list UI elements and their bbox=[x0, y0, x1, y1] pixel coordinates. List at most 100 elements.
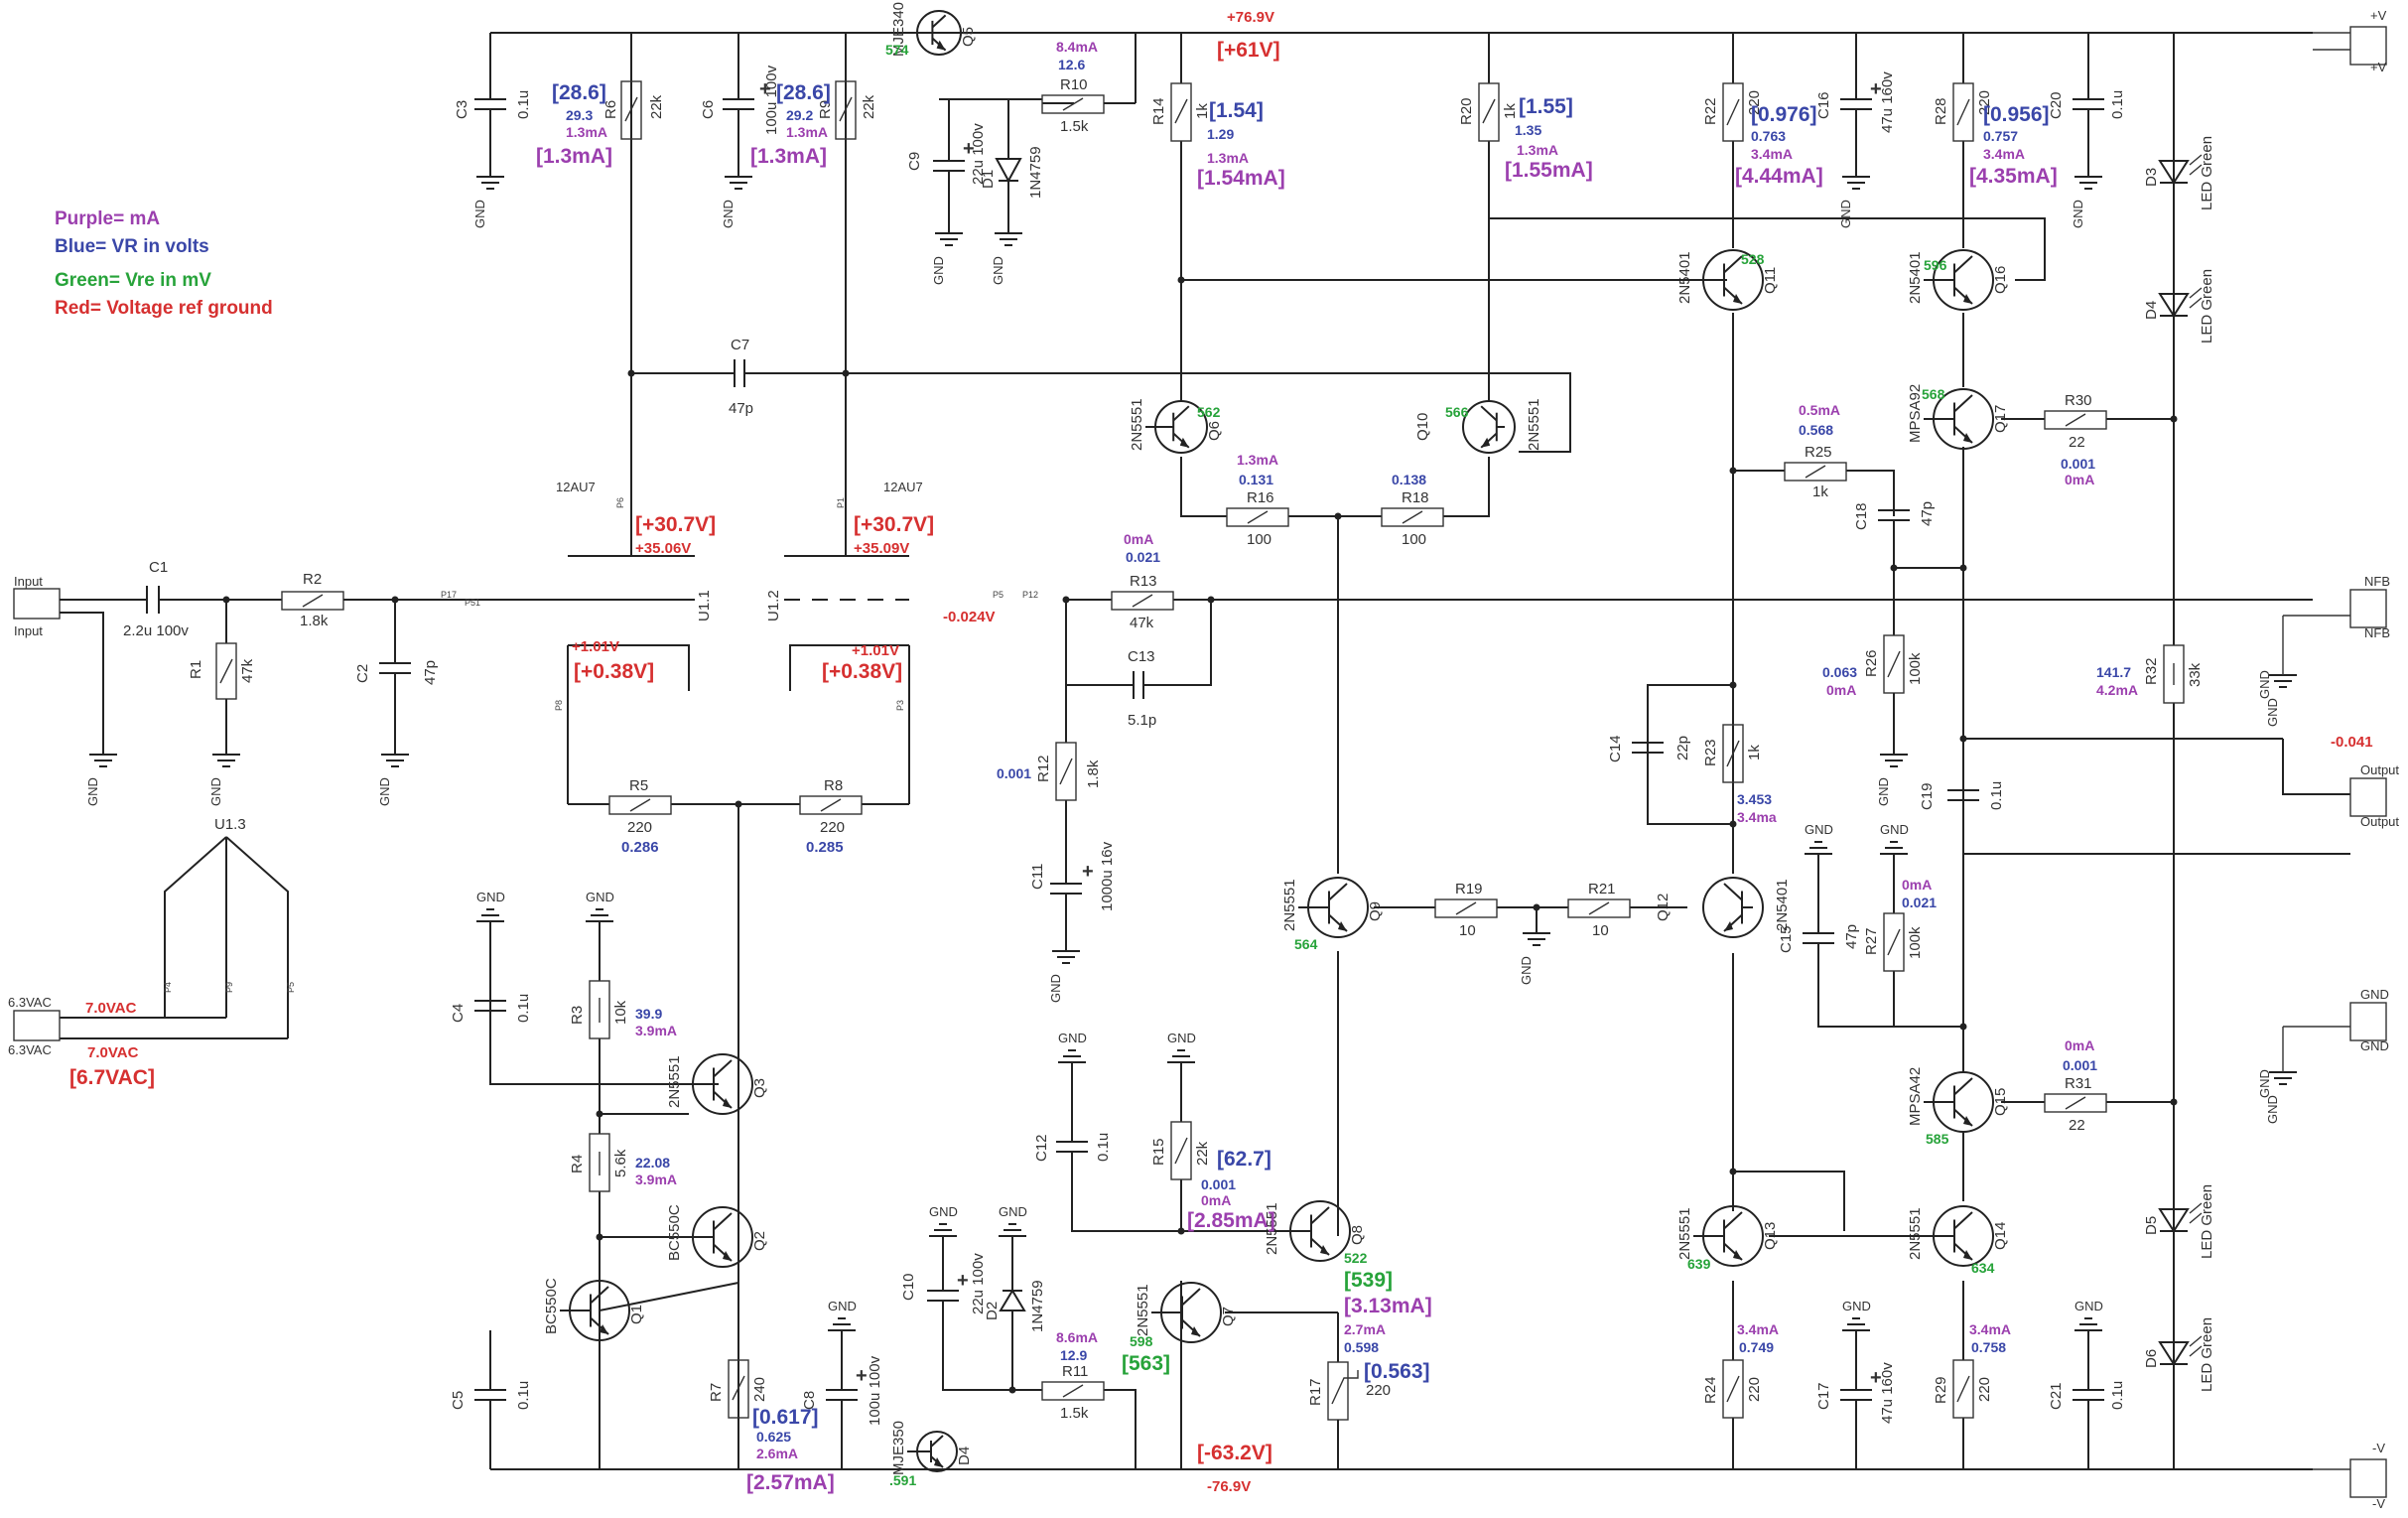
svg-text:P4: P4 bbox=[163, 982, 173, 993]
svg-text:2.7mA: 2.7mA bbox=[1344, 1321, 1386, 1337]
tube-u11-label: U1.1 bbox=[696, 590, 713, 621]
svg-text:22: 22 bbox=[2069, 434, 2085, 451]
vac-connector[interactable]: 6.3VAC 6.3VAC 7.0VAC 7.0VAC [6.7VAC] bbox=[8, 995, 155, 1089]
junction-dot bbox=[596, 1233, 603, 1241]
transistor-name: Q1 bbox=[628, 1305, 645, 1324]
svg-text:C6: C6 bbox=[700, 100, 717, 119]
svg-text:47p: 47p bbox=[1843, 924, 1860, 949]
junction-dot bbox=[1959, 564, 1967, 572]
svg-text:0.021: 0.021 bbox=[1902, 895, 1937, 910]
svg-text:R16: R16 bbox=[1247, 489, 1274, 506]
svg-text:[1.3mA]: [1.3mA] bbox=[536, 145, 612, 168]
junction-dot bbox=[1533, 903, 1540, 911]
ground-label: GND bbox=[1058, 1031, 1087, 1045]
positive-rail: +76.9V [+61V] bbox=[490, 9, 2313, 62]
svg-text:634: 634 bbox=[1971, 1260, 1995, 1276]
ground-symbol: GND bbox=[1167, 1031, 1196, 1063]
neg-connector[interactable]: -V -V bbox=[2313, 1441, 2387, 1511]
transistor-part: BC550C bbox=[543, 1278, 560, 1334]
pos-rail-voltage: +76.9V bbox=[1227, 9, 1274, 26]
svg-text:[0.976]: [0.976] bbox=[1751, 103, 1817, 126]
svg-text:R26: R26 bbox=[1863, 649, 1880, 677]
svg-text:22k: 22k bbox=[1194, 1141, 1211, 1166]
pos-connector[interactable]: +V +V bbox=[2313, 8, 2387, 74]
capacitor-c19: C19 0.1u bbox=[1919, 738, 2283, 810]
ground-symbol: GND bbox=[472, 176, 504, 228]
svg-text:C17: C17 bbox=[1815, 1382, 1832, 1410]
svg-text:0.1u: 0.1u bbox=[515, 90, 532, 119]
svg-text:[62.7]: [62.7] bbox=[1217, 1148, 1271, 1171]
ground-symbol: GND bbox=[931, 232, 963, 285]
svg-text:R24: R24 bbox=[1702, 1376, 1719, 1404]
svg-text:C7: C7 bbox=[731, 337, 749, 353]
transistor-name: Q7 bbox=[1220, 1307, 1237, 1326]
svg-text:0.286: 0.286 bbox=[621, 839, 659, 856]
junction-dot bbox=[627, 369, 635, 377]
capacitor-c21: C21 0.1u bbox=[2048, 1330, 2126, 1469]
svg-text:568: 568 bbox=[1922, 386, 1945, 402]
svg-text:R21: R21 bbox=[1588, 881, 1616, 897]
ground-label: GND bbox=[85, 777, 100, 806]
transistor-name: Q11 bbox=[1762, 267, 1779, 294]
resistor-r2: R2 1.8k bbox=[281, 571, 344, 629]
svg-text:R9: R9 bbox=[817, 100, 834, 119]
svg-text:0mA: 0mA bbox=[1902, 877, 1932, 893]
svg-text:0.285: 0.285 bbox=[806, 839, 844, 856]
svg-text:.591: .591 bbox=[889, 1472, 916, 1488]
svg-text:P12: P12 bbox=[1022, 590, 1038, 600]
ground-label: GND bbox=[2071, 200, 2085, 228]
output-connector[interactable]: Output Output bbox=[2349, 762, 2399, 829]
resistor-r13: R13 47k 0mA 0.021 bbox=[1066, 531, 1211, 631]
svg-text:47k: 47k bbox=[1130, 615, 1154, 631]
u11-plate-ref: [+30.7V] bbox=[635, 513, 716, 536]
svg-text:0.749: 0.749 bbox=[1739, 1339, 1774, 1355]
resistor-r19: R19 10 bbox=[1434, 881, 1498, 939]
svg-text:100: 100 bbox=[1247, 531, 1271, 548]
transistor-name: Q6 bbox=[1206, 421, 1223, 441]
transistor-part: 2N5551 bbox=[1281, 879, 1298, 931]
svg-text:R19: R19 bbox=[1455, 881, 1483, 897]
input-connector[interactable]: Input Input bbox=[13, 574, 61, 638]
svg-text:R25: R25 bbox=[1805, 444, 1832, 461]
resistor-r31: R31 22 0mA 0.001 bbox=[2044, 1037, 2107, 1134]
svg-text:R28: R28 bbox=[1933, 97, 1949, 125]
svg-text:D2: D2 bbox=[984, 1302, 1001, 1320]
transistor-part: MJE340 bbox=[890, 2, 907, 57]
ground-symbol: GND bbox=[85, 754, 117, 806]
svg-text:100: 100 bbox=[1402, 531, 1426, 548]
ground-label: GND bbox=[208, 777, 223, 806]
svg-text:R32: R32 bbox=[2143, 657, 2160, 685]
gnd-connector[interactable]: GND GND bbox=[2282, 987, 2389, 1072]
ground-symbol: GND bbox=[721, 176, 752, 228]
svg-text:220: 220 bbox=[1366, 1382, 1391, 1399]
svg-text:1.5k: 1.5k bbox=[1060, 118, 1089, 135]
nfb-connector[interactable]: NFB NFB bbox=[2282, 574, 2390, 675]
junction-dot bbox=[2170, 1098, 2178, 1106]
svg-text:1k: 1k bbox=[1746, 745, 1763, 760]
ground-symbol: GND bbox=[1058, 1031, 1087, 1063]
svg-text:GND: GND bbox=[2360, 987, 2389, 1002]
ground-label: GND bbox=[586, 890, 614, 904]
svg-text:1.3mA: 1.3mA bbox=[1237, 452, 1278, 468]
transistor-part: 2N5401 bbox=[1907, 251, 1924, 304]
junction-dot bbox=[1177, 276, 1185, 284]
capacitor-c15: C15 47p bbox=[1778, 854, 1894, 1028]
transistor-part: 2N5401 bbox=[1676, 251, 1693, 304]
svg-text:[0.563]: [0.563] bbox=[1364, 1360, 1430, 1383]
u12-cathode-v: +1.01V bbox=[852, 642, 899, 659]
svg-text:R2: R2 bbox=[303, 571, 322, 588]
svg-text:47k: 47k bbox=[239, 658, 256, 683]
ground-symbol: GND bbox=[1519, 932, 1550, 985]
transistor-name: Q16 bbox=[1992, 266, 2009, 294]
ground-symbol: GND bbox=[2265, 1071, 2297, 1124]
svg-text:R10: R10 bbox=[1060, 76, 1088, 93]
svg-text:0.138: 0.138 bbox=[1392, 472, 1426, 487]
transistor-name: Q10 bbox=[1414, 413, 1431, 441]
capacitor-c4: C4 0.1u bbox=[450, 921, 532, 1084]
junction-dot bbox=[1729, 681, 1737, 689]
